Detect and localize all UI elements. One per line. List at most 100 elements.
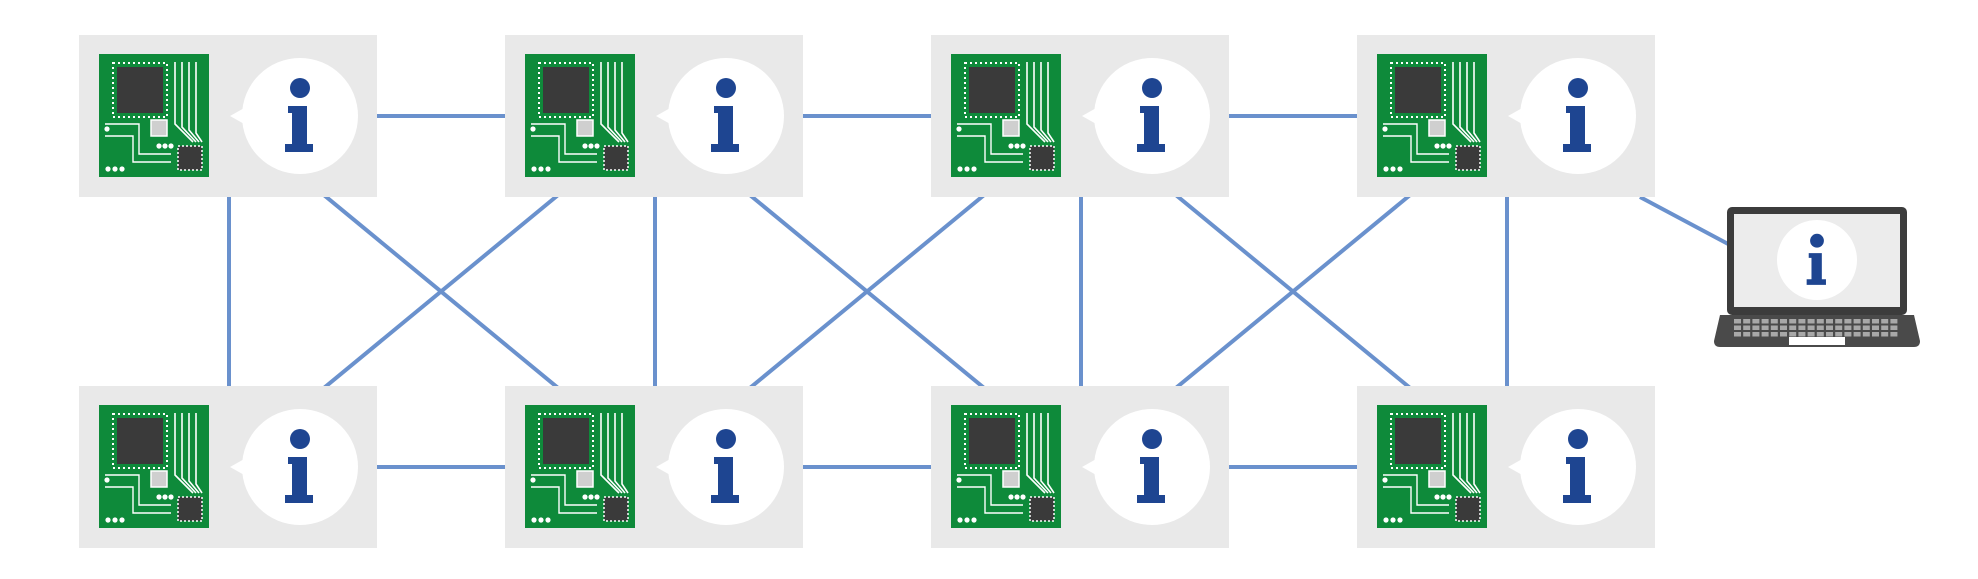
laptop-key	[1798, 325, 1806, 330]
solder-dot	[1383, 517, 1389, 523]
trace	[1459, 62, 1475, 143]
laptop-key	[1890, 319, 1898, 324]
trace	[1452, 62, 1472, 143]
laptop-key	[1881, 319, 1889, 324]
solder-dot	[105, 166, 111, 172]
solder-dot	[1382, 477, 1388, 483]
device-node-1	[79, 35, 377, 197]
laptop-key	[1844, 319, 1852, 324]
laptop-key	[1789, 319, 1797, 324]
trace	[1040, 413, 1052, 494]
laptop-key	[1752, 325, 1760, 330]
laptop-key	[1826, 319, 1833, 324]
info-icon	[1806, 233, 1826, 285]
solder-dot	[162, 494, 168, 500]
laptop-key	[1835, 319, 1843, 324]
pad-square	[1428, 470, 1446, 488]
solder-dot	[531, 517, 537, 523]
solder-dot	[964, 166, 970, 172]
laptop-key	[1734, 319, 1741, 324]
laptop-key	[1780, 325, 1787, 330]
solder-dot	[112, 517, 118, 523]
trace	[531, 474, 597, 506]
pad-square	[576, 119, 594, 137]
laptop-key	[1816, 325, 1824, 330]
chip-pins	[964, 413, 1020, 469]
small-chip	[1455, 145, 1481, 171]
laptop-key	[1890, 325, 1898, 330]
solder-dot	[1446, 494, 1452, 500]
solder-dot	[594, 494, 600, 500]
trace	[1473, 413, 1481, 494]
solder-dot	[104, 477, 110, 483]
trace	[531, 135, 597, 163]
laptop-key	[1835, 325, 1843, 330]
pad-square	[1002, 119, 1020, 137]
laptop-key	[1844, 325, 1852, 330]
solder-dot	[594, 143, 600, 149]
device-node-5	[79, 386, 377, 548]
laptop-key	[1835, 332, 1843, 337]
trace	[957, 123, 1023, 155]
info-bubble	[1082, 409, 1210, 525]
laptop-trackpad	[1789, 337, 1845, 345]
laptop-key	[1816, 332, 1824, 337]
trace	[1383, 123, 1449, 155]
laptop-key	[1752, 319, 1760, 324]
laptop-key	[1816, 319, 1824, 324]
solder-dot	[168, 143, 174, 149]
info-icon	[285, 429, 313, 503]
pad-square	[1428, 119, 1446, 137]
trace	[531, 486, 597, 514]
trace	[1047, 413, 1055, 494]
laptop-key	[1881, 332, 1889, 337]
trace	[1383, 486, 1449, 514]
laptop-key	[1752, 332, 1760, 337]
laptop-key	[1807, 332, 1815, 337]
solder-dot	[588, 494, 594, 500]
laptop-key	[1853, 332, 1861, 337]
laptop-key	[1798, 332, 1806, 337]
laptop-node	[1714, 207, 1920, 347]
cpu-chip	[543, 67, 589, 113]
laptop-key	[1780, 319, 1787, 324]
info-bubble	[1508, 409, 1636, 525]
trace	[1383, 135, 1449, 163]
info-bubble	[1082, 58, 1210, 174]
trace	[188, 62, 200, 143]
solder-dot	[588, 143, 594, 149]
solder-dot	[957, 517, 963, 523]
small-chip	[603, 496, 629, 522]
trace	[174, 62, 194, 143]
solder-dot	[1440, 143, 1446, 149]
solder-dot	[956, 126, 962, 132]
trace	[621, 62, 629, 143]
laptop-key	[1743, 325, 1751, 330]
pad-square	[576, 470, 594, 488]
solder-dot	[956, 477, 962, 483]
trace	[1033, 413, 1049, 494]
chip-pins	[112, 62, 168, 118]
laptop-key	[1872, 332, 1879, 337]
solder-dot	[1014, 494, 1020, 500]
solder-dot	[582, 143, 588, 149]
trace	[188, 413, 200, 494]
trace	[174, 413, 194, 494]
trace	[600, 62, 620, 143]
solder-dot	[168, 494, 174, 500]
solder-dot	[582, 494, 588, 500]
trace	[105, 135, 171, 163]
info-bubble	[1508, 58, 1636, 174]
laptop-key	[1734, 332, 1741, 337]
info-icon	[1563, 78, 1591, 152]
solder-dot	[1440, 494, 1446, 500]
laptop-key	[1770, 332, 1778, 337]
laptop-key	[1734, 325, 1741, 330]
solder-dot	[1434, 143, 1440, 149]
solder-dot	[156, 494, 162, 500]
info-icon	[1137, 429, 1165, 503]
solder-dot	[1020, 143, 1026, 149]
trace	[105, 486, 171, 514]
info-bubble	[230, 58, 358, 174]
trace	[195, 62, 203, 143]
